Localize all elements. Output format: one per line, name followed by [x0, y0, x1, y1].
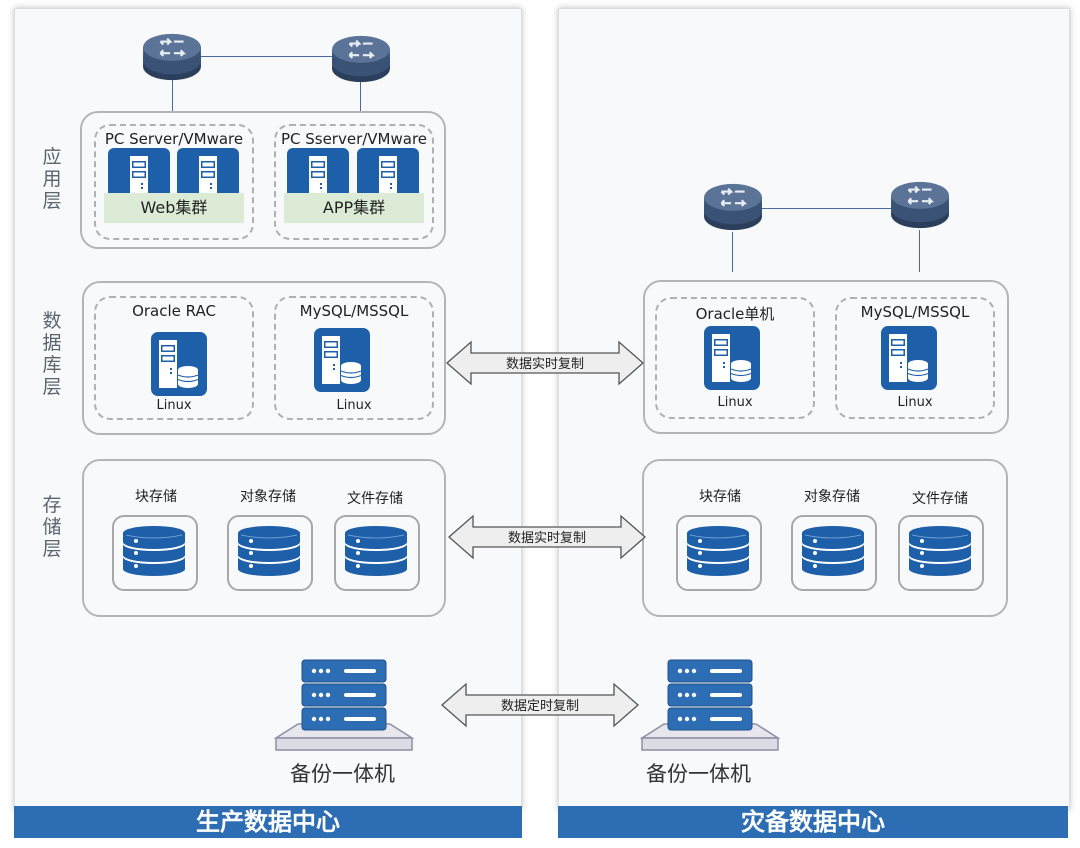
router-link — [735, 208, 921, 209]
db-layer-group — [82, 281, 446, 435]
router-link — [172, 80, 173, 120]
backup-appliance-label: 备份一体机 — [290, 762, 395, 786]
os-label: Linux — [717, 395, 753, 410]
dr-db-group-mysql: MySQL/MSSQL Linux — [835, 297, 995, 419]
disk-storage-icon — [237, 525, 301, 577]
storage-replication-label: 数据实时复制 — [507, 531, 586, 546]
db-group-title: MySQL/MSSQL — [299, 302, 409, 320]
disk-storage-icon — [908, 525, 972, 577]
server-icon — [287, 148, 349, 198]
database-server-icon — [314, 328, 370, 392]
backup-appliance-label: 备份一体机 — [646, 762, 751, 786]
db-replication-label: 数据实时复制 — [505, 357, 584, 372]
db-group-title: Oracle单机 — [695, 305, 775, 323]
database-server-icon — [881, 326, 937, 390]
production-datacenter-title: 生产数据中心 — [14, 806, 522, 838]
storage-replication-arrow: 数据实时复制 — [447, 514, 647, 560]
disk-storage-icon — [122, 525, 186, 577]
db-replication-arrow: 数据实时复制 — [445, 340, 645, 386]
router-icon — [141, 30, 203, 84]
server-icon — [108, 148, 170, 198]
dr-datacenter-title: 灾备数据中心 — [558, 806, 1068, 838]
database-server-icon — [704, 326, 760, 390]
app-cluster-group: PC Sserver/VMware — [274, 124, 434, 240]
layer-label-app: 应用层 — [42, 146, 62, 212]
db-group-title: Oracle RAC — [132, 302, 216, 320]
router-link — [732, 232, 733, 272]
storage-label-object: 对象存储 — [804, 489, 860, 505]
storage-label-file: 文件存储 — [347, 491, 403, 507]
db-group-oracle-single: Oracle单机 Linux — [655, 297, 815, 419]
backup-appliance-icon — [274, 658, 414, 754]
router-link — [170, 56, 360, 57]
storage-label-block: 块存储 — [135, 489, 177, 505]
router-link — [360, 80, 361, 120]
disk-storage-icon — [686, 525, 750, 577]
backup-replication-label: 数据定时复制 — [500, 699, 579, 714]
db-group-mysql: MySQL/MSSQL Linux — [274, 296, 434, 420]
server-icon — [177, 148, 239, 198]
os-label: Linux — [156, 398, 192, 413]
router-icon — [702, 180, 764, 234]
web-cluster-label: Web集群 — [104, 193, 244, 223]
web-cluster-group: PC Server/VMware — [94, 124, 254, 240]
app-group-title: PC Sserver/VMware — [280, 130, 428, 148]
db-group-title: MySQL/MSSQL — [860, 303, 970, 321]
os-label: Linux — [897, 395, 933, 410]
backup-appliance-icon — [640, 658, 780, 754]
os-label: Linux — [336, 398, 372, 413]
database-server-icon — [151, 332, 207, 396]
layer-label-storage: 存储层 — [42, 494, 62, 560]
router-icon — [330, 32, 392, 86]
router-link — [919, 230, 920, 272]
disk-storage-icon — [344, 525, 408, 577]
server-icon — [357, 148, 419, 198]
disk-storage-icon — [801, 525, 865, 577]
backup-replication-arrow: 数据定时复制 — [440, 682, 640, 728]
storage-label-block: 块存储 — [699, 489, 741, 505]
app-cluster-label: APP集群 — [284, 193, 424, 223]
layer-label-db: 数据库层 — [42, 310, 62, 398]
storage-label-object: 对象存储 — [240, 489, 296, 505]
router-icon — [889, 178, 951, 232]
storage-label-file: 文件存储 — [912, 491, 968, 507]
web-group-title: PC Server/VMware — [104, 130, 244, 148]
db-group-oracle-rac: Oracle RAC Linux — [94, 296, 254, 420]
